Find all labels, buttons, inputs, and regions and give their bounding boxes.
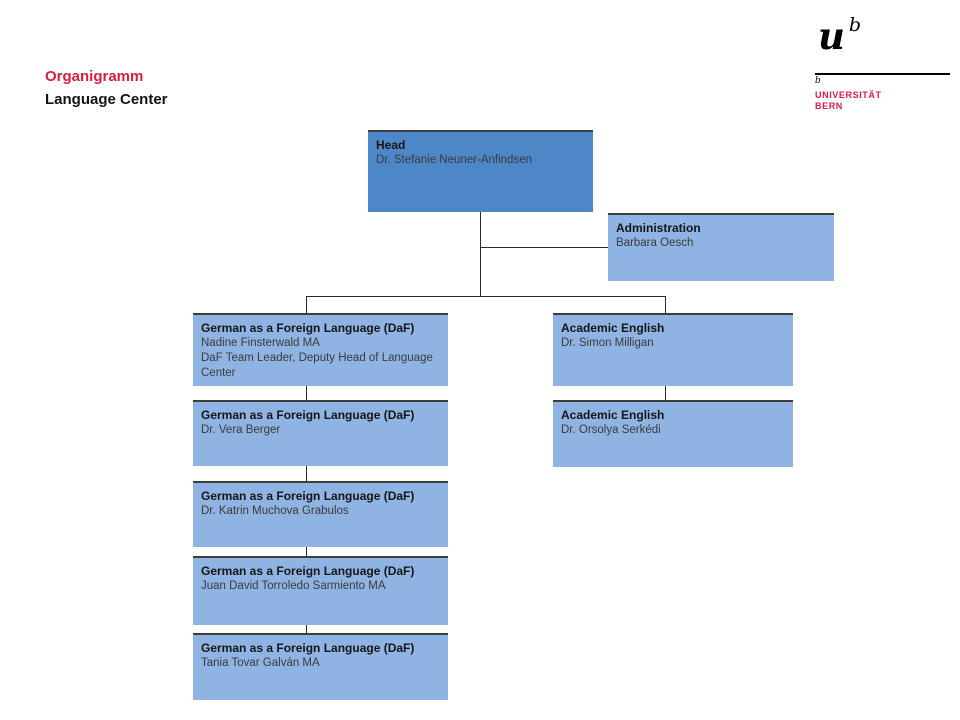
logo-city-text: BERN: [815, 101, 843, 111]
org-node-title: German as a Foreign Language (DaF): [201, 564, 415, 578]
org-node-person: Barbara Oesch: [616, 237, 694, 249]
org-node-administration: Administration Barbara Oesch: [608, 213, 834, 281]
logo-divider-line: [815, 73, 950, 75]
org-node-english-serkedi: Academic English Dr. Orsolya Serkédi: [553, 400, 793, 467]
org-node-daf-muchova: German as a Foreign Language (DaF) Dr. K…: [193, 481, 448, 547]
org-node-title: German as a Foreign Language (DaF): [201, 321, 415, 335]
logo-letter-u: u: [818, 14, 845, 58]
org-node-person: Dr. Katrin Muchova Grabulos: [201, 505, 349, 517]
connector-to-administration: [480, 247, 608, 248]
org-node-title: German as a Foreign Language (DaF): [201, 641, 415, 655]
connector-children-rail: [306, 296, 666, 297]
org-node-person: Dr. Simon Milligan: [561, 337, 654, 349]
org-node-title: German as a Foreign Language (DaF): [201, 489, 415, 503]
org-node-head: Head Dr. Stefanie Neuner-Anfindsen: [368, 130, 593, 212]
org-node-title: Academic English: [561, 321, 665, 335]
page-subtitle: Language Center: [45, 91, 168, 108]
connector-eng1-eng2: [665, 386, 666, 400]
org-node-title: Administration: [616, 221, 701, 235]
logo-small-b: b: [815, 76, 821, 86]
org-node-person: Juan David Torroledo Sarmiento MA: [201, 580, 386, 592]
org-node-daf-berger: German as a Foreign Language (DaF) Dr. V…: [193, 400, 448, 466]
connector-drop-right: [665, 296, 666, 313]
connector-drop-left: [306, 296, 307, 313]
org-node-title: Academic English: [561, 408, 665, 422]
connector-head-down: [480, 212, 481, 296]
org-node-english-milligan: Academic English Dr. Simon Milligan: [553, 313, 793, 386]
org-node-person: Dr. Orsolya Serkédi: [561, 424, 661, 436]
connector-daf2-daf3: [306, 466, 307, 481]
connector-daf1-daf2: [306, 386, 307, 400]
org-node-daf-tovar: German as a Foreign Language (DaF) Tania…: [193, 633, 448, 700]
logo-letter-b-superscript: b: [848, 13, 862, 36]
org-node-person: Dr. Stefanie Neuner-Anfindsen: [376, 154, 532, 166]
org-node-person: Tania Tovar Galván MA: [201, 657, 320, 669]
org-node-person: Nadine Finsterwald MA: [201, 337, 320, 349]
org-node-daf-finsterwald: German as a Foreign Language (DaF) Nadin…: [193, 313, 448, 386]
page-title: Organigramm: [45, 68, 144, 85]
connector-daf3-daf4: [306, 547, 307, 556]
org-node-person: Dr. Vera Berger: [201, 424, 281, 436]
logo-university-text: UNIVERSITÄT: [815, 90, 882, 100]
connector-daf4-daf5: [306, 625, 307, 633]
org-node-daf-torroledo: German as a Foreign Language (DaF) Juan …: [193, 556, 448, 625]
org-node-title: Head: [376, 138, 406, 152]
org-node-title: German as a Foreign Language (DaF): [201, 408, 415, 422]
org-node-role: DaF Team Leader, Deputy Head of Language…: [201, 352, 433, 379]
